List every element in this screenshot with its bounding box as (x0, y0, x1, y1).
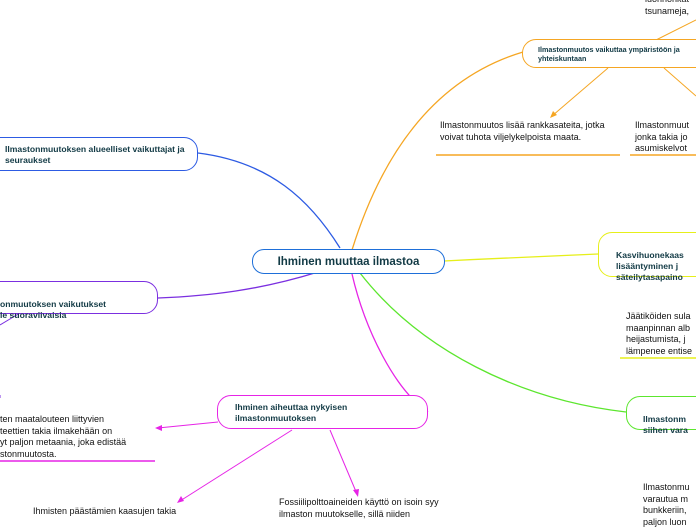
topic-greenhouse-label: Kasvihuonekaas lisääntyminen j säteilyta… (616, 250, 684, 282)
arrow-fossil (353, 489, 359, 497)
note-top-right: luonnonkat tsunameja, (645, 0, 690, 16)
topic-impact-environment-label: Ilmastonmuutos vaikuttaa ympäristöön ja … (538, 45, 680, 63)
connector-gases (179, 429, 293, 502)
note-glaciers: Jäätiköiden sula maanpinnan alb heijastu… (626, 311, 693, 356)
topic-preparation-label: Ilmastonm siihen vara (643, 414, 688, 435)
arrow-agriculture (155, 425, 162, 431)
connector-top-right (655, 19, 696, 41)
note-bottom-right: Ilmastonmu varautua m bunkkeriin, paljon… (643, 482, 690, 527)
note-rain: Ilmastonmuutos lisää rankkasateita, jotk… (440, 120, 605, 142)
connector-fossil (329, 429, 358, 495)
topic-effects-label: onmuutoksen vaikutukset le suoraviivaisi… (0, 299, 107, 320)
central-topic[interactable]: Ihminen muuttaa ilmastoa (252, 249, 445, 274)
connector-greenhouse (443, 253, 599, 262)
note-agriculture: ten maatalouteen liittyvien teettien tak… (0, 414, 127, 459)
topic-impact-environment[interactable]: Ilmastonmuutos vaikuttaa ympäristöön ja … (522, 39, 696, 68)
connector-human-causes (351, 273, 429, 413)
connector-effects (157, 271, 319, 299)
topic-regional[interactable]: Ilmastonmuutoksen alueelliset vaikuttaja… (0, 137, 198, 171)
topic-effects-not-direct[interactable]: onmuutoksen vaikutukset le suoraviivaisi… (0, 281, 158, 320)
arrow-rain (550, 111, 557, 118)
connector-preparation (359, 272, 627, 413)
topic-human-causes[interactable]: Ihminen aiheuttaa nykyisen ilmastonmuuto… (217, 395, 428, 429)
connector-living (663, 67, 696, 97)
connector-effects-sub (0, 312, 21, 326)
arrow-gases (177, 496, 184, 503)
topic-regional-label: Ilmastonmuutoksen alueelliset vaikuttaja… (5, 144, 185, 165)
note-living: Ilmastonmuut jonka takia jo asumiskelvot (635, 120, 690, 153)
note-gases: Ihmisten päästämien kaasujen takia (33, 506, 177, 516)
topic-greenhouse[interactable]: Kasvihuonekaas lisääntyminen j säteilyta… (598, 232, 696, 282)
note-fossil: Fossiilipolttoaineiden käyttö on isoin s… (279, 497, 439, 519)
connector-agriculture (157, 421, 219, 429)
topic-preparation[interactable]: Ilmastonm siihen vara (626, 396, 696, 435)
connector-regional (197, 152, 341, 249)
central-topic-label: Ihminen muuttaa ilmastoa (277, 255, 420, 268)
connector-impact-environment (351, 51, 524, 251)
connector-rain (551, 67, 609, 117)
topic-human-causes-label: Ihminen aiheuttaa nykyisen ilmastonmuuto… (235, 402, 348, 423)
